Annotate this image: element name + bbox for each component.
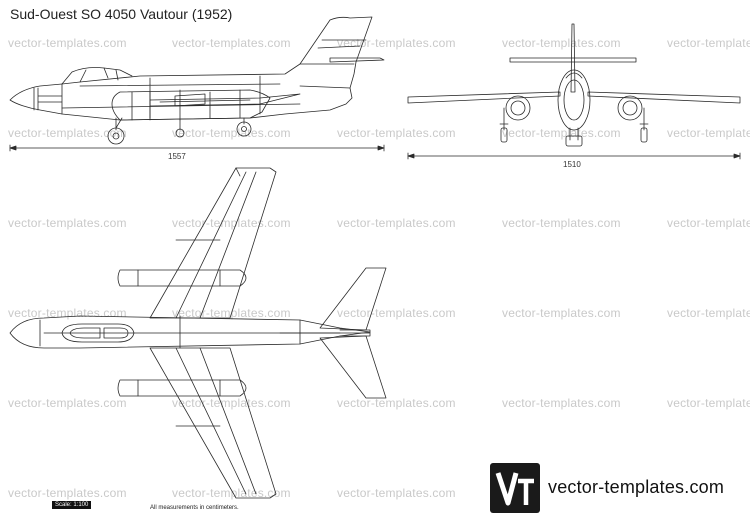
front-left-wing — [407, 91, 561, 104]
side-rear-hub — [241, 126, 247, 132]
front-stabilizer — [509, 57, 637, 63]
top-tail-details — [279, 329, 371, 337]
side-middle-wheel — [175, 128, 185, 138]
side-engine-nacelle — [111, 89, 271, 121]
top-lower-nacelle-lines — [137, 379, 221, 397]
side-rear-wheel — [236, 121, 252, 137]
front-left-engine — [505, 95, 531, 121]
top-fuselage-center — [39, 315, 341, 349]
front-intake — [563, 79, 585, 121]
front-dimension-arrow — [407, 153, 741, 159]
side-nose-detail — [33, 83, 63, 115]
front-right-wheel — [640, 127, 648, 143]
front-nose-gear — [569, 127, 579, 141]
span-dimension-label: 1510 — [563, 160, 581, 169]
top-lower-tailplane — [319, 335, 387, 399]
top-upper-nacelle-lines — [137, 269, 221, 287]
top-canopy — [61, 323, 135, 343]
page-title: Sud-Ouest SO 4050 Vautour (1952) — [10, 6, 233, 22]
vt-logo-icon — [495, 472, 534, 506]
top-view — [9, 167, 387, 499]
top-lower-wing-lines — [175, 347, 257, 495]
front-left-engine-inner — [510, 100, 526, 116]
front-fin — [570, 23, 576, 93]
side-canopy-frame — [79, 67, 119, 83]
front-left-gear — [499, 107, 509, 131]
side-wing — [149, 93, 301, 107]
measurement-note: All measurements in centimeters. — [150, 505, 239, 511]
side-dimension-line — [9, 144, 385, 152]
front-canopy — [565, 72, 583, 79]
side-canopy — [61, 67, 133, 85]
front-right-gear — [639, 107, 649, 131]
top-upper-nacelle — [117, 269, 247, 287]
top-canopy-inner — [69, 327, 129, 339]
front-dimension-line — [407, 152, 741, 160]
top-fuselage — [9, 315, 371, 349]
front-nose-wheels — [565, 135, 583, 147]
top-upper-wing-lines — [175, 167, 257, 319]
side-front-hub — [112, 132, 120, 140]
front-fuselage — [557, 69, 591, 131]
front-left-wheel — [500, 127, 508, 143]
top-upper-wing — [149, 167, 277, 319]
top-lower-nacelle — [117, 379, 247, 397]
front-right-wing — [587, 91, 741, 104]
vector-templates-logo — [490, 463, 540, 513]
scale-label: Scale: 1:100 — [52, 501, 92, 509]
side-fin-details — [299, 39, 385, 65]
side-view — [9, 16, 385, 152]
site-name: vector-templates.com — [548, 477, 725, 497]
top-upper-tailplane — [319, 267, 387, 331]
front-view — [407, 23, 741, 160]
length-dimension-label: 1557 — [168, 152, 186, 161]
front-right-engine — [617, 95, 643, 121]
front-right-engine-inner — [622, 100, 638, 116]
side-fuselage — [9, 16, 373, 121]
top-lower-wing — [149, 347, 277, 499]
side-dimension-arrow — [9, 145, 385, 151]
side-front-wheel — [107, 127, 125, 145]
